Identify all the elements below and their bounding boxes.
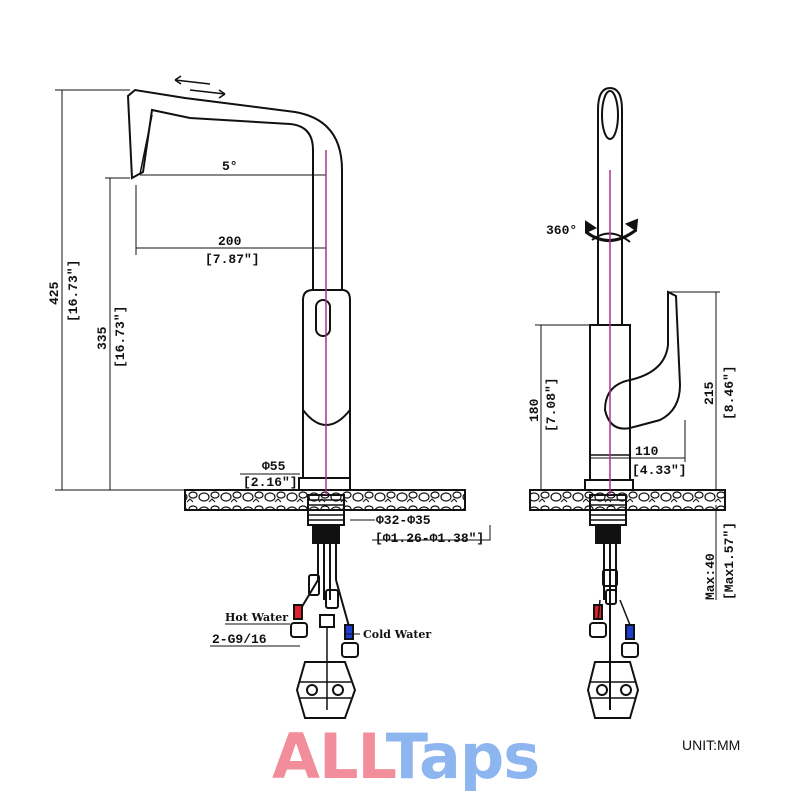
handle-height-in: [8.46"] — [722, 365, 737, 420]
alltaps-logo: ALLTaps — [272, 726, 540, 788]
handle-slot — [315, 299, 331, 337]
height-outlet-mm: 335 — [95, 326, 110, 350]
handle-right — [603, 290, 682, 430]
hot-water-label: Hot Water — [225, 611, 288, 624]
rotation-label: 360° — [546, 223, 577, 238]
height-total-in: [16.73"] — [66, 260, 81, 322]
logo-part-all: ALL — [272, 720, 387, 793]
thickness-mm: Max:40 — [703, 553, 718, 600]
hole-dia-in: [Φ1.26-Φ1.38"] — [375, 531, 484, 546]
faucet-base-left — [298, 477, 351, 490]
handle-reach-mm: 110 — [635, 444, 659, 459]
hoses-left — [317, 543, 337, 600]
weight-right — [586, 661, 640, 719]
faucet-body-left — [302, 289, 351, 478]
handle-reach-in: [4.33"] — [632, 463, 687, 478]
right-view — [529, 86, 726, 719]
body-height-mm: 180 — [527, 398, 542, 422]
base-dia-in: [2.16"] — [243, 475, 298, 490]
unit-label: UNIT:MM — [682, 737, 741, 753]
handle-height-mm: 215 — [702, 381, 717, 405]
height-outlet-in: [16.73"] — [113, 306, 128, 368]
spout-right — [597, 86, 623, 325]
width-mm: 200 — [218, 234, 242, 249]
thread-label: 2-G9/16 — [212, 632, 267, 647]
height-total-mm: 425 — [47, 281, 62, 305]
angle-label: 5° — [222, 159, 238, 174]
base-dia-mm: Φ55 — [262, 459, 286, 474]
width-in: [7.87"] — [205, 252, 260, 267]
left-view — [55, 75, 491, 719]
spout — [126, 88, 343, 290]
countertop-right — [529, 489, 726, 511]
weight-left — [295, 661, 357, 719]
thickness-in: [Max1.57"] — [722, 522, 737, 600]
hole-dia-mm: Φ32-Φ35 — [376, 513, 431, 528]
body-height-in: [7.08"] — [544, 377, 559, 432]
logo-part-taps: Taps — [385, 720, 540, 793]
cold-water-label: Cold Water — [363, 628, 431, 641]
